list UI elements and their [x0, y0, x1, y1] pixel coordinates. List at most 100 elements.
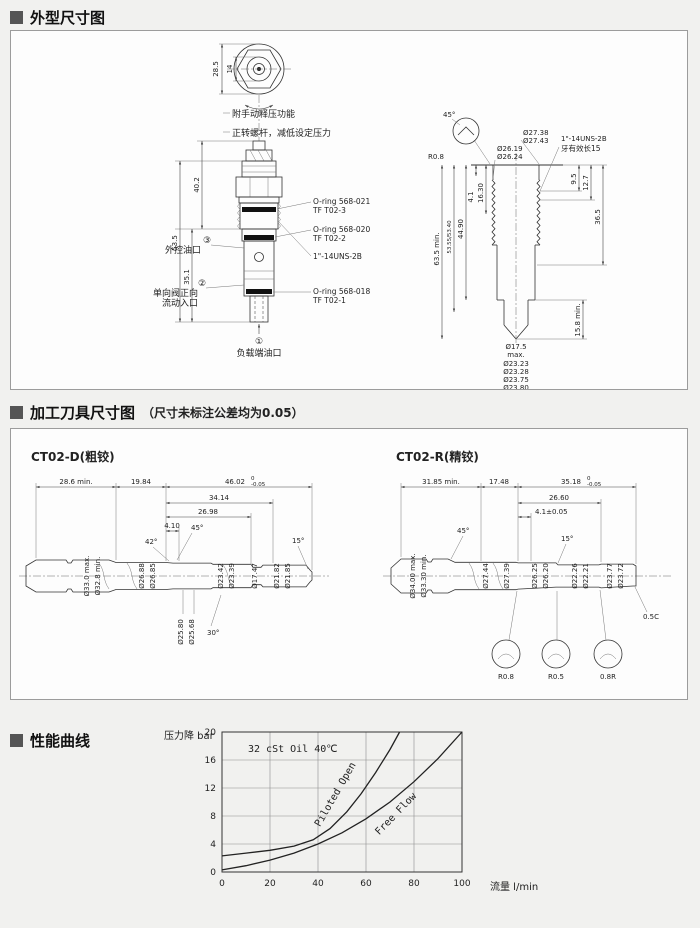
svg-text:8: 8: [210, 812, 216, 822]
tool-d-angle-15: 15°: [292, 537, 304, 545]
dim-40-2: 40.2: [193, 177, 201, 193]
section-title-tooling: 加工刀具尺寸图: [30, 404, 136, 422]
valve-front-view: [235, 140, 283, 334]
tool-d-dia-21-85: Ø21.85: [284, 563, 292, 589]
tool-d-dia-21-82: Ø21.82: [273, 563, 281, 589]
tool-d-tol-top: 0: [251, 476, 255, 482]
tool-d-dimensions: 28.6 min. 19.84 46.02 0 -0.05 34.14 26.9…: [35, 476, 313, 570]
tool-r-r-0-5: R0.5: [548, 673, 564, 681]
tool-r-dia-23-72: Ø23.72: [617, 563, 625, 589]
tool-r-dia-33-30: Ø33.30 min.: [420, 554, 428, 597]
cavity-depth-63-5: 63.5 min.: [433, 232, 441, 265]
port3-number: ③: [203, 236, 211, 246]
tool-d-len-34-14: 34.14: [209, 494, 230, 502]
section-bullet-icon: [10, 734, 23, 747]
port2-label-line1: 单向阀正向: [153, 287, 198, 299]
port1-label: 负载端油口: [236, 347, 281, 359]
tool-d-len-26-98: 26.98: [198, 508, 218, 516]
cavity-thread-line2: 牙有效长15: [561, 143, 601, 153]
tool-d-len-46-02: 46.02: [225, 478, 245, 486]
cavity-dia-17-5: Ø17.5: [505, 343, 526, 351]
tool-r-dia-26-20: Ø26.20: [542, 563, 550, 589]
svg-text:0: 0: [219, 879, 225, 889]
oring-bot-line1: O-ring 568-018: [313, 287, 370, 296]
oring-top-line1: O-ring 568-021: [313, 197, 370, 206]
tool-r-dimensions: 31.85 min. 17.48 35.18 0 -0.05 26.60 4.1…: [400, 476, 659, 621]
tool-d-len-19-84: 19.84: [131, 478, 152, 486]
svg-text:80: 80: [408, 879, 420, 889]
tool-d-angle-42: 42°: [145, 538, 157, 546]
dim-35-1: 35.1: [183, 269, 191, 285]
tool-r-fillet-details: R0.8 R0.5 0.8R: [491, 589, 623, 681]
valve-thread-label: 1"-14UNS-2B: [313, 252, 362, 261]
tooling-drawing-box: CT02-D(粗铰) CT02-R(精铰) 28.6 min.: [10, 428, 688, 700]
tool-r-r-0-8: R0.8: [498, 673, 514, 681]
section-title-performance: 性能曲线: [30, 732, 91, 750]
cavity-dia-26-19: Ø26.19: [497, 145, 523, 153]
tool-d-title: CT02-D(粗铰): [31, 449, 115, 464]
cavity-depth-44-9: 44.90: [457, 219, 465, 239]
svg-text:20: 20: [264, 879, 276, 889]
tool-r-diameter-labels: Ø34.00 max. Ø33.30 min. Ø27.44 Ø27.39 Ø2…: [409, 553, 625, 598]
tool-d-len-4-10: 4.10: [164, 522, 180, 530]
tool-d-dia-32-8: Ø32.8 min.: [94, 557, 102, 596]
tool-r-dia-34-00: Ø34.00 max.: [409, 553, 417, 598]
topview-dim-28-5: 28.5: [212, 61, 220, 77]
cavity-dia-17-5-max: max.: [507, 351, 524, 359]
section-title-outline: 外型尺寸图: [30, 9, 106, 27]
tool-r-dia-22-21: Ø22.21: [582, 563, 590, 589]
svg-text:4: 4: [210, 840, 216, 850]
cavity-dia-26-24: Ø26.24: [497, 153, 523, 161]
dim-53-5: 53.5: [171, 235, 179, 251]
tool-r-outline: [383, 558, 671, 594]
tool-d-diameter-labels: Ø33.0 max. Ø32.8 min. Ø26.88 Ø26.85 Ø23.…: [83, 556, 292, 645]
tool-r-tol-top: 0: [587, 476, 591, 482]
tool-d-len-28-6: 28.6 min.: [59, 478, 92, 486]
valve-right-callouts: O-ring 568-021 TF T02-3 O-ring 568-020 T…: [273, 197, 370, 305]
cavity-dia-23-28: Ø23.28: [503, 368, 529, 376]
tool-r-len-35-18: 35.18: [561, 478, 581, 486]
tool-r-tol-bot: -0.05: [587, 482, 602, 488]
tool-r-len-4-1: 4.1±0.05: [535, 508, 568, 516]
oring-top-line2: TF T02-3: [312, 206, 346, 215]
svg-text:20: 20: [205, 728, 217, 738]
tool-d-dia-23-42: Ø23.42: [217, 563, 225, 589]
tool-r-len-17-48: 17.48: [489, 478, 509, 486]
section-header-tooling: 加工刀具尺寸图 （尺寸未标注公差均为0.05）: [10, 402, 304, 423]
section-header-outline: 外型尺寸图: [10, 7, 105, 28]
svg-text:12: 12: [205, 784, 216, 794]
section-bullet-icon: [10, 406, 23, 419]
tool-d-dia-26-85: Ø26.85: [149, 563, 157, 589]
tool-r-dia-26-25: Ø26.25: [531, 563, 539, 589]
svg-text:0: 0: [210, 868, 216, 878]
cavity-depth-15-8: 15.8 min.: [574, 303, 582, 336]
note-turn-screw: 正转螺杆，减低设定压力: [232, 127, 331, 139]
tool-d-outline: [19, 559, 329, 593]
tool-r-r-0-8r: 0.8R: [600, 673, 616, 681]
cavity-depth-12-7: 12.7: [582, 175, 590, 191]
port3-label: 外控油口: [165, 244, 201, 256]
section-bullet-icon: [10, 11, 23, 24]
chart-ylabel: 压力降 bar: [164, 729, 215, 742]
cavity-dia-23-80: Ø23.80: [503, 384, 529, 389]
cavity-angle-45: 45°: [443, 111, 455, 119]
section-header-performance: 性能曲线: [10, 730, 90, 751]
cavity-r-0-8: R0.8: [428, 153, 444, 161]
section-title-tooling-note: （尺寸未标注公差均为0.05）: [142, 406, 304, 420]
outline-drawing-box: 28.5 14 附手动释压功能 正转螺杆，减低设定压力: [10, 30, 688, 392]
valve-top-view: 28.5 14: [212, 43, 291, 95]
cavity-depth-53: 53.55/53.40: [447, 220, 453, 254]
cavity-depth-4-1: 4.1: [467, 191, 475, 202]
cavity-dia-23-75: Ø23.75: [503, 376, 529, 384]
tool-d-dia-17-47: Ø17.47: [251, 563, 259, 589]
tool-d-dia-23-39: Ø23.39: [228, 563, 236, 589]
oring-mid-line1: O-ring 568-020: [313, 225, 370, 234]
cavity-thread-line1: 1"-14UNS-2B: [561, 135, 607, 143]
cavity-dia-27-38: Ø27.38: [523, 129, 549, 137]
topview-dim-14: 14: [226, 64, 234, 73]
tool-r-chamfer-0-5c: 0.5C: [643, 613, 659, 621]
